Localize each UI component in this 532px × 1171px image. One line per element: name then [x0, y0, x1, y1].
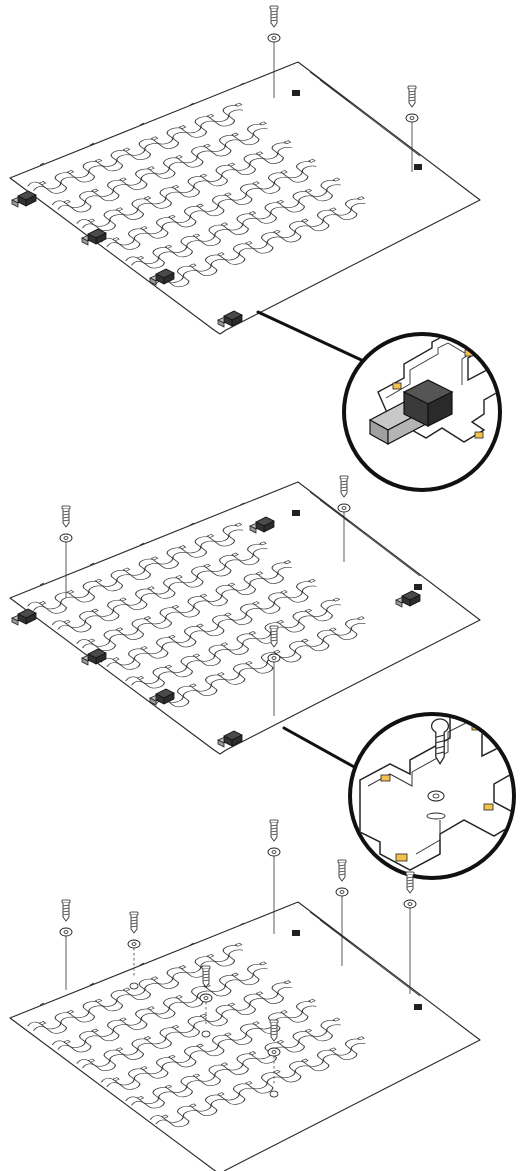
connector-clip-icon	[81, 228, 107, 246]
screw-mount-detail	[348, 712, 516, 880]
step-3-panel	[10, 819, 480, 1171]
connector-clip-icon	[11, 190, 37, 208]
screw-icon	[267, 1019, 281, 1098]
detail-leader-line	[256, 310, 372, 366]
screw-icon	[337, 475, 351, 562]
connector-clip-detail	[342, 332, 502, 492]
detail-leader-line	[282, 726, 358, 770]
screw-icon	[267, 625, 281, 716]
screw-icon	[403, 871, 417, 994]
screw-icon	[199, 965, 213, 1038]
screw-icon	[335, 859, 349, 966]
step-2-panel	[10, 475, 480, 770]
connector-clip-icon	[217, 730, 243, 748]
screw-icon	[267, 5, 281, 98]
screw-icon	[127, 911, 141, 990]
connector-clip-icon	[81, 648, 107, 666]
connector-clip-icon	[217, 310, 243, 328]
step-1-panel	[10, 5, 480, 366]
screw-icon	[59, 899, 73, 990]
connector-clip-icon	[395, 590, 421, 608]
connector-clip-icon	[11, 608, 37, 626]
screw-icon	[59, 505, 73, 598]
screw-icon	[267, 819, 281, 934]
connector-clip-icon	[249, 516, 275, 534]
screw-icon	[405, 85, 419, 172]
